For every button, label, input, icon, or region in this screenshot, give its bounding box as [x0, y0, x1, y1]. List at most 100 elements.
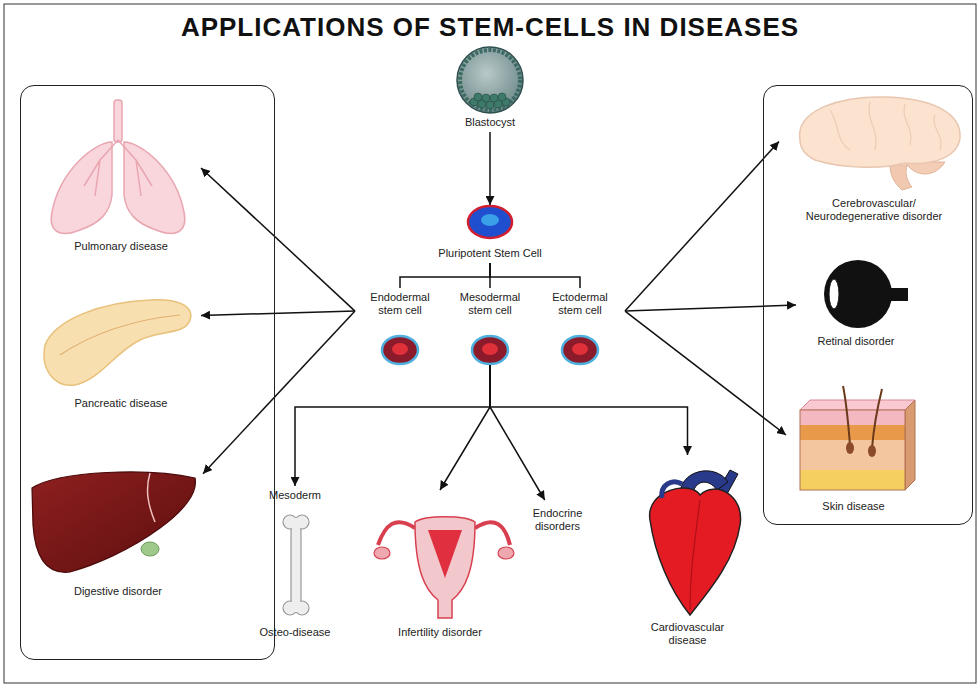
cell-nucleus: [481, 214, 499, 226]
trachea: [114, 100, 122, 142]
trophoblast-ring: [460, 50, 520, 110]
stem-cell-node: Mesodermal stem cell: [445, 288, 535, 365]
organ-node: Pancreatic disease: [41, 291, 201, 413]
organ-node: Infertility disorder: [365, 490, 515, 642]
node-label: Mesodermal stem cell: [454, 291, 526, 317]
connector-arrow: [490, 263, 580, 288]
node-label: Endodermal stem cell: [364, 291, 436, 317]
connector-arrow: [625, 311, 786, 435]
vena-cava: [662, 482, 682, 498]
node-label: Pancreatic disease: [75, 397, 168, 410]
gyri: [830, 102, 941, 150]
cornea: [818, 272, 829, 316]
connector-arrow: [201, 168, 355, 311]
connector-arrow: [489, 132, 491, 205]
cerebrum: [800, 97, 960, 167]
node-label: Cardiovascular disease: [638, 621, 738, 647]
outer-frame: [4, 4, 976, 683]
cell-nucleus: [572, 343, 588, 355]
eyeball: [824, 260, 892, 328]
bone-fill: [292, 518, 300, 612]
lungs-figure: [51, 100, 185, 233]
brain-stem: [890, 165, 912, 190]
mesodermal-cell: [472, 336, 508, 364]
node-label: Skin disease: [822, 500, 884, 513]
node-label: Ectodermal stem cell: [544, 291, 616, 317]
hypodermis: [800, 470, 905, 490]
blastocyst-body: [457, 47, 523, 113]
brain-figure: [800, 97, 960, 190]
pancreatic-duct: [60, 315, 180, 355]
hair-follicle: [868, 445, 876, 457]
uterus-figure: [374, 517, 514, 618]
fallopian-tube: [378, 522, 415, 545]
connector-arrow: [490, 365, 688, 455]
cell-body: [468, 206, 512, 238]
stem-cell-node: Endodermal stem cell: [355, 288, 445, 365]
node-label: Infertility disorder: [398, 626, 482, 639]
node-label: Osteo-disease: [260, 626, 331, 639]
ectodermal-cell: [562, 336, 598, 364]
connector-arrow: [440, 365, 490, 490]
bronchi: [84, 140, 152, 196]
organ-node: Cerebrovascular/ Neurodegenerative disor…: [779, 96, 969, 226]
node-label: Retinal disorder: [817, 335, 894, 348]
dermis-layer: [800, 425, 905, 440]
ovary: [374, 547, 390, 559]
connector-arrow: [400, 263, 490, 288]
bone-figure: [283, 515, 309, 615]
node-label: Blastocyst: [465, 116, 515, 129]
stem-cell-node: Pluripotent Stem Cell: [420, 205, 560, 263]
uterine-cavity: [428, 530, 462, 578]
disease-node: Endocrine disorders: [515, 500, 600, 540]
endodermal-cell: [382, 336, 418, 364]
pancreas-figure: [44, 300, 191, 386]
organ-node: MesodermOsteo-disease: [245, 486, 345, 642]
eye-figure: [818, 260, 909, 328]
diagram-title: APPLICATIONS OF STEM-CELLS IN DISEASES: [0, 12, 980, 43]
ectoderm-panel: Cerebrovascular/ Neurodegenerative disor…: [763, 85, 973, 525]
epidermis: [800, 410, 905, 425]
germ-layer-cells: [382, 336, 598, 364]
connector-arrow: [625, 305, 796, 311]
node-label: Pulmonary disease: [74, 240, 168, 253]
heart-figure: [650, 470, 741, 615]
lens: [829, 279, 839, 309]
heart-groove: [690, 500, 700, 610]
cell-nucleus: [392, 343, 408, 355]
liver-ligament: [148, 473, 155, 522]
node-label: Endocrine disorders: [522, 507, 594, 533]
node-label: Cerebrovascular/ Neurodegenerative disor…: [799, 197, 949, 223]
liver: [32, 472, 195, 572]
gallbladder: [141, 542, 159, 556]
organ-node: Digestive disorder: [33, 467, 203, 601]
hair: [843, 386, 882, 448]
organ-node: Skin disease: [786, 381, 921, 516]
connector-arrow: [203, 311, 355, 474]
heart: [650, 488, 741, 615]
connector-arrow: [201, 311, 355, 315]
connector-arrow: [295, 365, 490, 486]
fallopian-tube: [475, 522, 510, 545]
liver-figure: [32, 472, 195, 572]
dermis: [800, 440, 905, 470]
organ-node: Cardiovascular disease: [630, 455, 745, 650]
skin-surface: [800, 400, 915, 410]
node-label: Mesoderm: [269, 489, 321, 502]
blastocyst-node: Blastocyst: [440, 42, 540, 132]
stem-cell-node: Ectodermal stem cell: [535, 288, 625, 365]
inner-cell-mass: [470, 93, 510, 109]
skin-figure: [800, 386, 915, 490]
blastocyst-figure: [457, 47, 523, 113]
pluripotent-cell: [468, 206, 512, 238]
endoderm-panel: Pulmonary diseasePancreatic diseaseDiges…: [20, 85, 275, 660]
node-label: Pluripotent Stem Cell: [438, 247, 541, 260]
cell-nucleus: [482, 343, 498, 355]
ovary: [498, 547, 514, 559]
connector-arrow: [490, 365, 545, 500]
organ-node: Retinal disorder: [796, 259, 916, 351]
organ-node: Pulmonary disease: [41, 96, 201, 256]
pancreas: [44, 300, 191, 386]
